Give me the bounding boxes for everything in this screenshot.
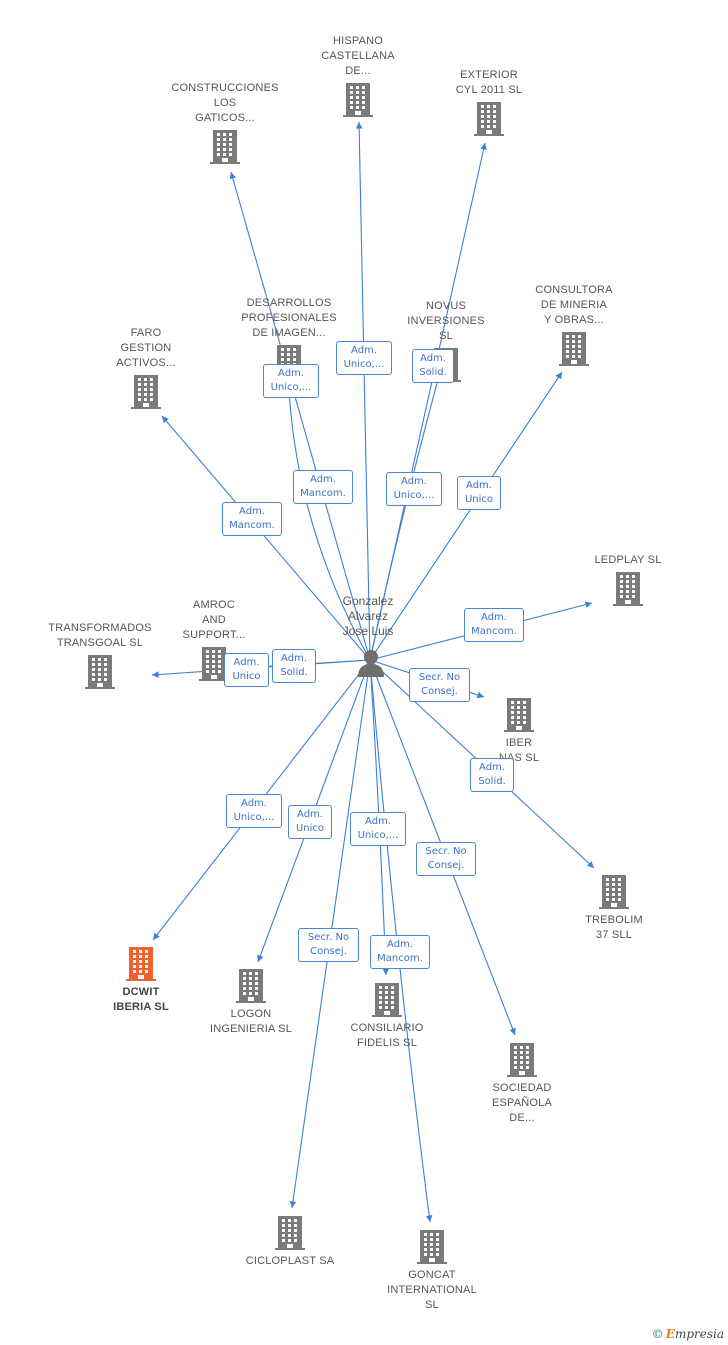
building-icon: [613, 572, 643, 606]
company-name[interactable]: FARO GESTION ACTIVOS...: [116, 327, 176, 369]
building-icon: [417, 1230, 447, 1264]
company-node-ledplay[interactable]: LEDPLAY SL: [553, 553, 703, 606]
company-node-construcciones[interactable]: CONSTRUCCIONES LOS GATICOS...: [150, 81, 300, 164]
company-node-consultora[interactable]: CONSULTORA DE MINERIA Y OBRAS...: [499, 283, 649, 366]
role-label-logon[interactable]: Adm. Unico: [288, 805, 332, 839]
role-label-ledplay[interactable]: Adm. Mancom.: [464, 608, 524, 642]
person-name: Gonzalez Alvarez Jose Luis: [342, 594, 394, 638]
role-label-consiliario[interactable]: Adm. Unico,...: [350, 812, 406, 846]
company-node-consiliario[interactable]: CONSILIARIO FIDELIS SL: [312, 983, 462, 1051]
company-name[interactable]: CONSILIARIO FIDELIS SL: [350, 1022, 424, 1049]
building-icon: [559, 332, 589, 366]
company-name[interactable]: CICLOPLAST SA: [245, 1255, 335, 1267]
company-name[interactable]: SOCIEDAD ESPAÑOLA DE...: [491, 1082, 553, 1124]
building-icon: [199, 647, 229, 681]
company-node-iber[interactable]: IBER NAS SL: [444, 698, 594, 766]
brand-initial: E: [665, 1327, 675, 1341]
company-node-transformados[interactable]: TRANSFORMADOS TRANSGOAL SL: [25, 621, 175, 689]
building-icon: [504, 698, 534, 732]
building-icon: [210, 130, 240, 164]
role-label-novus[interactable]: Adm. Solid.: [412, 349, 454, 383]
role-label-faro[interactable]: Adm. Mancom.: [222, 502, 282, 536]
edge-desarrollos: [284, 367, 371, 661]
building-icon: [85, 655, 115, 689]
footer-brand: ©Empresia: [652, 1327, 724, 1341]
company-name[interactable]: EXTERIOR CYL 2011 SL: [455, 69, 523, 96]
company-name[interactable]: AMROC AND SUPPORT...: [182, 599, 246, 641]
building-icon: [131, 375, 161, 409]
company-name[interactable]: CONSTRUCCIONES LOS GATICOS...: [171, 82, 279, 124]
company-node-goncat[interactable]: GONCAT INTERNATIONAL SL: [357, 1230, 507, 1313]
company-name[interactable]: HISPANO CASTELLANA DE...: [321, 35, 395, 77]
company-node-exterior[interactable]: EXTERIOR CYL 2011 SL: [414, 68, 564, 136]
copyright-symbol: ©: [651, 1327, 664, 1341]
company-node-logon[interactable]: LOGON INGENIERIA SL: [176, 969, 326, 1037]
role-label-exterior[interactable]: Adm. Unico,...: [386, 472, 442, 506]
company-node-faro[interactable]: FARO GESTION ACTIVOS...: [71, 326, 221, 409]
company-node-hispano[interactable]: HISPANO CASTELLANA DE...: [283, 34, 433, 117]
role-label-construcciones[interactable]: Adm. Unico,...: [263, 364, 319, 398]
company-name[interactable]: LEDPLAY SL: [594, 554, 662, 566]
building-icon: [474, 102, 504, 136]
edge-consultora: [369, 371, 563, 661]
company-node-cicloplast[interactable]: CICLOPLAST SA: [215, 1216, 365, 1269]
role-label-amroc[interactable]: Adm. Solid.: [272, 649, 316, 683]
role-label-iber[interactable]: Secr. No Consej.: [409, 668, 470, 702]
building-icon: [126, 947, 156, 981]
role-label-sociedad[interactable]: Secr. No Consej.: [416, 842, 476, 876]
role-label-trebolim[interactable]: Adm. Solid.: [470, 758, 514, 792]
brand-name: mpresia: [674, 1327, 724, 1341]
role-label-consultora[interactable]: Adm. Unico: [457, 476, 501, 510]
role-label-goncat[interactable]: Adm. Mancom.: [370, 935, 430, 969]
company-name[interactable]: CONSULTORA DE MINERIA Y OBRAS...: [535, 284, 613, 326]
company-name[interactable]: LOGON INGENIERIA SL: [209, 1008, 293, 1035]
role-label-dcwit[interactable]: Adm. Unico,...: [226, 794, 282, 828]
company-name[interactable]: DESARROLLOS PROFESIONALES DE IMAGEN...: [241, 297, 337, 339]
edge-construcciones: [229, 171, 371, 661]
role-label-cicloplast[interactable]: Secr. No Consej.: [298, 928, 359, 962]
building-icon: [275, 1216, 305, 1250]
company-node-sociedad[interactable]: SOCIEDAD ESPAÑOLA DE...: [447, 1043, 597, 1126]
building-icon: [343, 83, 373, 117]
company-name[interactable]: DCWIT IBERIA SL: [113, 986, 169, 1013]
company-node-trebolim[interactable]: TREBOLIM 37 SLL: [539, 875, 689, 943]
person-icon: [358, 650, 384, 677]
role-label-transformados[interactable]: Adm. Unico: [224, 653, 269, 687]
company-name[interactable]: TRANSFORMADOS TRANSGOAL SL: [48, 622, 152, 649]
company-name[interactable]: IBER NAS SL: [499, 737, 540, 764]
company-node-dcwit[interactable]: DCWIT IBERIA SL: [66, 947, 216, 1015]
company-name[interactable]: NOVUS INVERSIONES SL: [407, 300, 485, 342]
building-icon: [372, 983, 402, 1017]
company-name[interactable]: GONCAT INTERNATIONAL SL: [387, 1269, 477, 1311]
role-label-hispano[interactable]: Adm. Unico,...: [336, 341, 392, 375]
edge-faro: [161, 415, 371, 661]
building-icon: [599, 875, 629, 909]
edge-exterior: [369, 142, 487, 661]
edge-hispano: [355, 121, 371, 661]
building-icon: [507, 1043, 537, 1077]
company-name[interactable]: TREBOLIM 37 SLL: [585, 914, 643, 941]
role-label-desarrollos[interactable]: Adm. Mancom.: [293, 470, 353, 504]
building-icon: [236, 969, 266, 1003]
company-node-amroc[interactable]: AMROC AND SUPPORT...: [139, 598, 289, 681]
